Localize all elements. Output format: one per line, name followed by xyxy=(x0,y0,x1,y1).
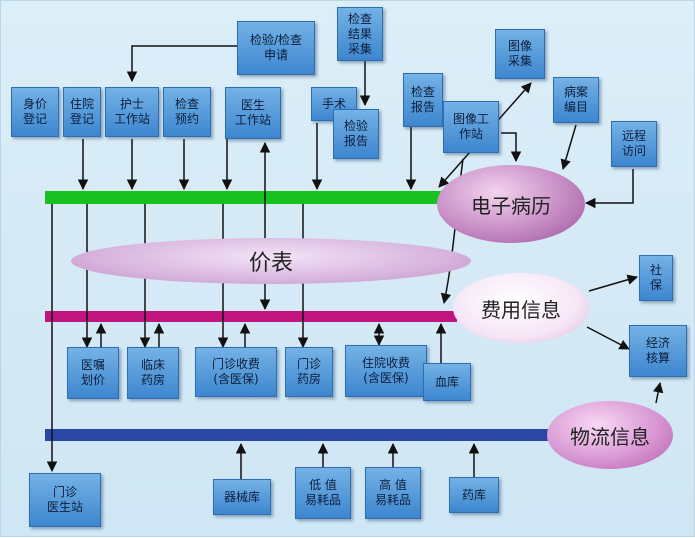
arrow-remote-to-emr xyxy=(584,169,634,209)
node-inpatient-charging: 住院收费 (含医保) xyxy=(345,345,427,397)
node-clinical-pharmacy: 临床 药房 xyxy=(127,347,179,399)
fee-bus xyxy=(45,311,457,322)
node-lab-exam-request: 检验/检查 申请 xyxy=(237,21,315,75)
fee-info-ellipse: 费用信息 xyxy=(453,273,589,343)
node-social-insurance: 社 保 xyxy=(639,255,673,301)
logistics-bus xyxy=(45,429,565,441)
emr-bus xyxy=(45,191,445,204)
node-exam-result-capture: 检查 结果 采集 xyxy=(337,7,383,61)
node-exam-report: 检查 报告 xyxy=(403,73,443,127)
node-exam-booking: 检查 预约 xyxy=(163,87,211,137)
logistics-ellipse: 物流信息 xyxy=(547,401,673,469)
node-remote-access: 远程 访问 xyxy=(611,121,657,167)
arrow-fee-to-social xyxy=(588,274,639,292)
node-outpatient-doctor-station: 门诊 医生站 xyxy=(29,473,101,527)
node-inpatient-registration: 住院 登记 xyxy=(63,87,101,137)
arrow-fee-to-account xyxy=(586,326,630,350)
node-outpatient-charging: 门诊收费 (含医保) xyxy=(195,347,277,397)
arrow-imgws-to-emr xyxy=(501,132,522,163)
node-case-cataloging: 病案 编目 xyxy=(553,77,599,123)
node-imaging-workstation: 图像工 作站 xyxy=(443,101,499,153)
node-nurse-station: 护士 工作站 xyxy=(105,87,159,137)
node-low-value-consumables: 低 值 易耗品 xyxy=(295,467,351,519)
node-equipment-store: 器械库 xyxy=(213,479,271,515)
node-high-value-consumables: 高 值 易耗品 xyxy=(365,467,421,519)
node-outpatient-pharmacy: 门诊 药房 xyxy=(285,347,333,397)
price-table-ellipse: 价表 xyxy=(71,238,471,284)
node-doctor-station: 医生 工作站 xyxy=(225,87,281,139)
node-drug-warehouse: 药库 xyxy=(449,477,499,513)
arrow-case-to-emr xyxy=(560,124,577,171)
arrow-logistics-to-account xyxy=(652,381,664,404)
arrow-request-to-nurse xyxy=(126,45,237,83)
node-lab-report: 检验 报告 xyxy=(333,109,379,159)
node-blood-bank: 血库 xyxy=(423,363,471,401)
emr-ellipse: 电子病历 xyxy=(437,165,585,243)
node-image-acquisition: 图像 采集 xyxy=(495,29,545,79)
node-registration-fee: 身价 登记 xyxy=(11,87,59,137)
node-order-pricing: 医嘱 划价 xyxy=(67,347,119,399)
node-economic-accounting: 经济 核算 xyxy=(629,325,687,377)
